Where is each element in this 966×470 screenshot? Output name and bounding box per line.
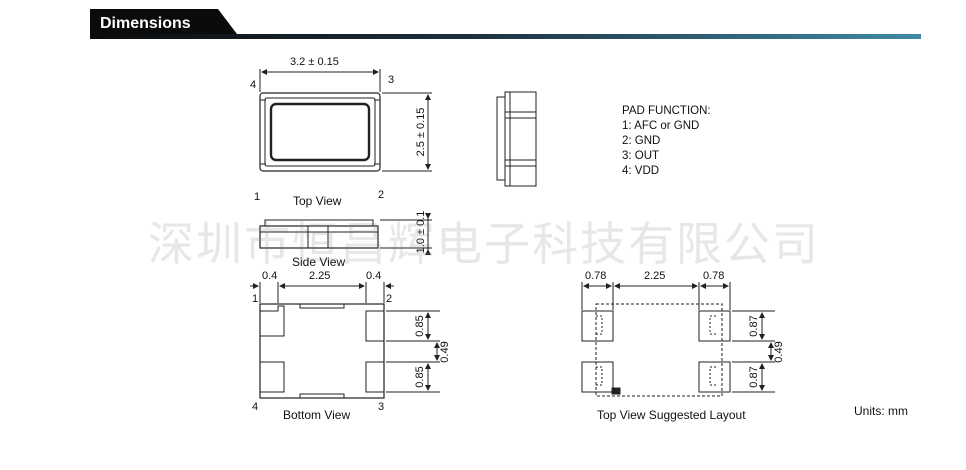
pad-function-item: 3: OUT [622, 150, 660, 162]
layout-gap-dim: 0.49 [773, 341, 785, 362]
layout-view-caption: Top View Suggested Layout [597, 408, 746, 422]
header-rule [90, 34, 921, 39]
bottom-center-dim: 2.25 [309, 270, 331, 282]
top-view-caption: Top View [293, 194, 342, 208]
bottom-gap-dim: 0.49 [439, 341, 451, 362]
section-title: Dimensions [90, 9, 240, 38]
units-label: Units: mm [854, 404, 908, 418]
bottom-left-dim: 0.4 [262, 270, 278, 282]
pad-function-item: 1: AFC or GND [622, 120, 700, 132]
bottom-view-drawing [250, 282, 440, 399]
bottom-view-pin-2: 2 [386, 293, 393, 305]
top-view-pin-2: 2 [378, 189, 385, 201]
layout-center-dim: 2.25 [644, 270, 666, 282]
bottom-pad-lower-dim: 0.85 [414, 366, 426, 387]
bottom-right-dim: 0.4 [366, 270, 382, 282]
pad-function-title: PAD FUNCTION: [622, 105, 711, 117]
layout-right-dim: 0.78 [703, 270, 725, 282]
pad-function-item: 4: VDD [622, 165, 660, 177]
bottom-view-pin-4: 4 [252, 401, 259, 413]
layout-left-dim: 0.78 [585, 270, 607, 282]
top-view-height-dim: 2.5 ± 0.15 [415, 108, 427, 157]
top-view-pin-3: 3 [388, 74, 395, 86]
top-view-pin-1: 1 [254, 191, 261, 203]
bottom-view-pin-3: 3 [378, 401, 385, 413]
side-view-drawing [259, 213, 432, 255]
layout-pad-upper-dim: 0.87 [748, 315, 760, 336]
pad-function-item: 2: GND [622, 135, 661, 147]
top-view-pin-4: 4 [250, 79, 257, 91]
pad-function-list: PAD FUNCTION: 1: AFC or GND 2: GND 3: OU… [622, 104, 711, 179]
side-profile-drawing [496, 91, 537, 187]
layout-view-drawing [581, 282, 775, 397]
bottom-view-caption: Bottom View [283, 408, 351, 422]
top-view-width-dim: 3.2 ± 0.15 [290, 56, 339, 68]
bottom-pad-upper-dim: 0.85 [414, 315, 426, 336]
layout-pad-lower-dim: 0.87 [748, 366, 760, 387]
side-view-height-dim: 1.0 ± 0.1 [415, 211, 427, 254]
bottom-view-pin-1: 1 [252, 293, 259, 305]
side-view-caption: Side View [292, 255, 346, 269]
top-view-drawing [259, 69, 432, 172]
